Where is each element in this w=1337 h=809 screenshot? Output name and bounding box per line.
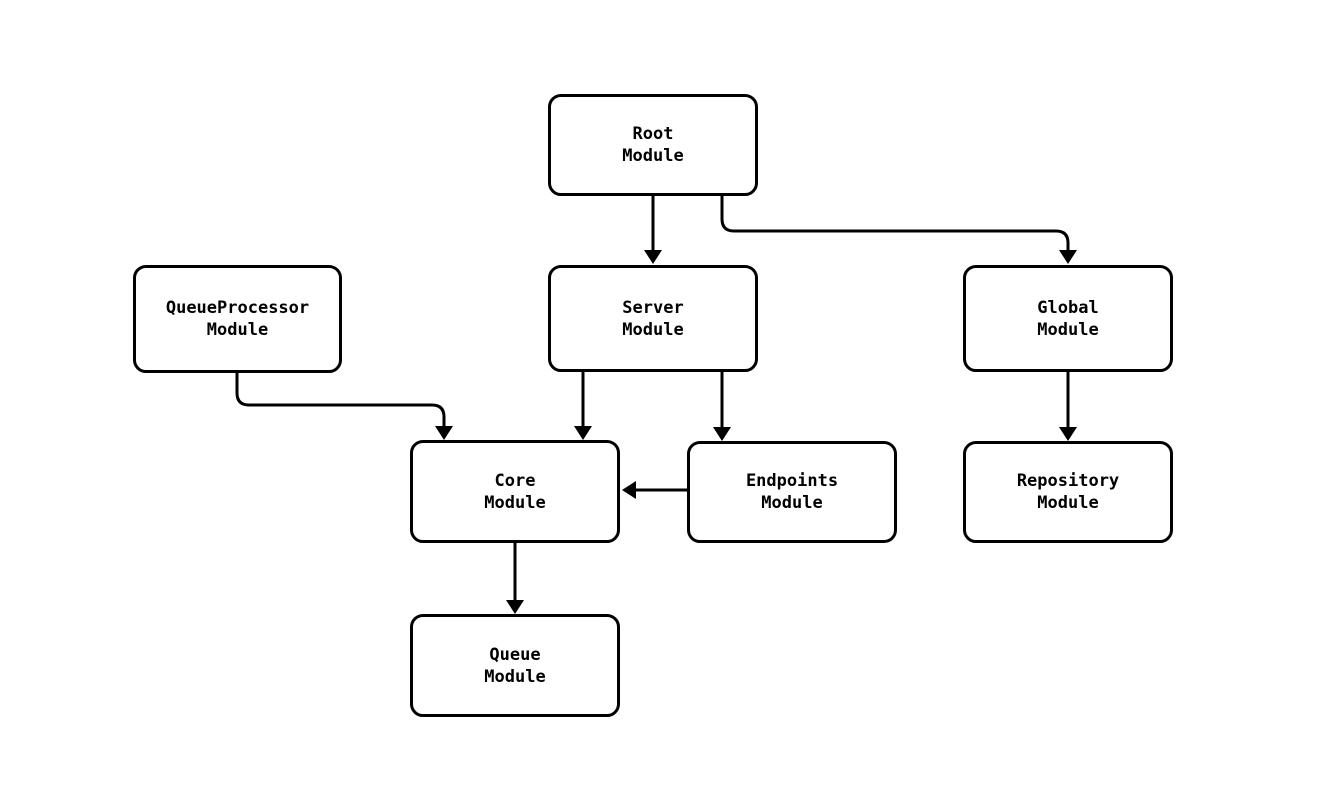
edge-queueprocessor-core: [235, 373, 446, 426]
node-global[interactable]: Global Module: [963, 265, 1173, 372]
node-core-label: Core Module: [484, 470, 546, 513]
arrowhead-root-server: [644, 250, 662, 264]
node-queue-label: Queue Module: [484, 644, 546, 687]
arrowhead-queueprocessor-core: [435, 426, 453, 440]
edges-group: [235, 196, 1077, 614]
arrowhead-root-global: [1059, 250, 1077, 264]
node-queueprocessor-label: QueueProcessor Module: [165, 298, 310, 340]
arrowhead-server-endpoints: [713, 427, 731, 441]
arrowhead-global-repository: [1059, 427, 1077, 441]
node-repository[interactable]: Repository Module: [963, 441, 1173, 543]
node-root-label: Root Module: [622, 124, 684, 166]
node-root[interactable]: Root Module: [548, 94, 758, 196]
node-server-label: Server Module: [622, 297, 684, 340]
node-server[interactable]: Server Module: [548, 265, 758, 372]
arrowhead-endpoints-core: [622, 481, 636, 499]
arrowhead-server-core: [574, 426, 592, 440]
node-queueprocessor[interactable]: QueueProcessor Module: [133, 265, 342, 373]
edge-root-global: [720, 196, 1070, 250]
node-queue[interactable]: Queue Module: [410, 614, 620, 717]
node-endpoints-label: Endpoints Module: [745, 471, 839, 513]
node-global-label: Global Module: [1037, 297, 1099, 340]
node-core[interactable]: Core Module: [410, 440, 620, 543]
node-endpoints[interactable]: Endpoints Module: [687, 441, 897, 543]
arrowhead-core-queue: [506, 600, 524, 614]
node-repository-label: Repository Module: [1016, 471, 1120, 513]
